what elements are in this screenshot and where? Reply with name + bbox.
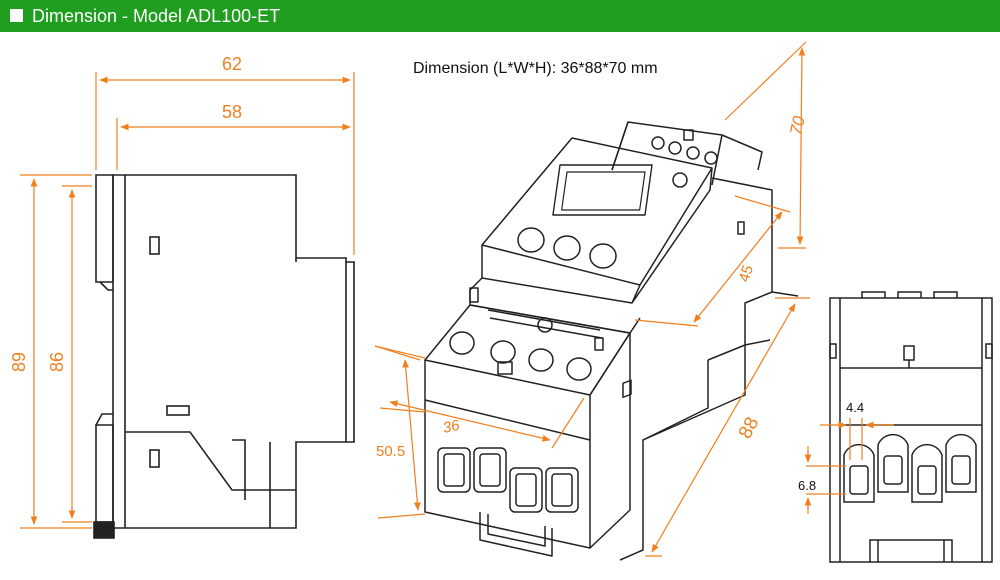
dim-88: 88: [735, 414, 763, 443]
front-view-dimensions: [804, 418, 894, 514]
dim-45: 45: [736, 263, 757, 284]
dim-70: 70: [786, 114, 809, 137]
header-title: Dimension - Model ADL100-ET: [32, 6, 281, 26]
header-bar: Dimension - Model ADL100-ET: [0, 0, 1000, 32]
side-view: [93, 174, 355, 539]
dim-58: 58: [222, 102, 242, 122]
dim-4-4: 4.4: [846, 400, 864, 415]
dim-36: 36: [441, 417, 461, 437]
side-view-dimensions: [20, 72, 355, 529]
iso-view-dimensions: [374, 41, 810, 557]
front-view: [829, 291, 993, 563]
dim-86: 86: [47, 352, 67, 372]
iso-view: [424, 121, 799, 561]
dim-89: 89: [9, 352, 29, 372]
square-bullet-icon: [10, 9, 23, 22]
dim-62: 62: [222, 54, 242, 74]
dim-50-5: 50.5: [376, 443, 405, 460]
dim-6-8: 6.8: [798, 478, 816, 493]
dimension-caption: Dimension (L*W*H): 36*88*70 mm: [413, 60, 658, 77]
